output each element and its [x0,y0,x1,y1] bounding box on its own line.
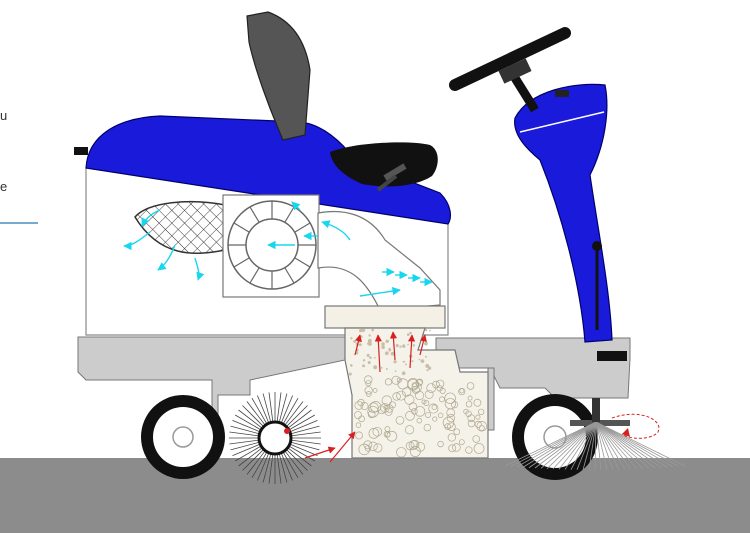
rear-wheel [141,395,225,479]
suction-fan [223,195,319,297]
hopper-filter-tray [325,306,445,328]
steering-column [515,84,627,361]
main-brush [229,392,321,484]
floor [0,458,750,533]
